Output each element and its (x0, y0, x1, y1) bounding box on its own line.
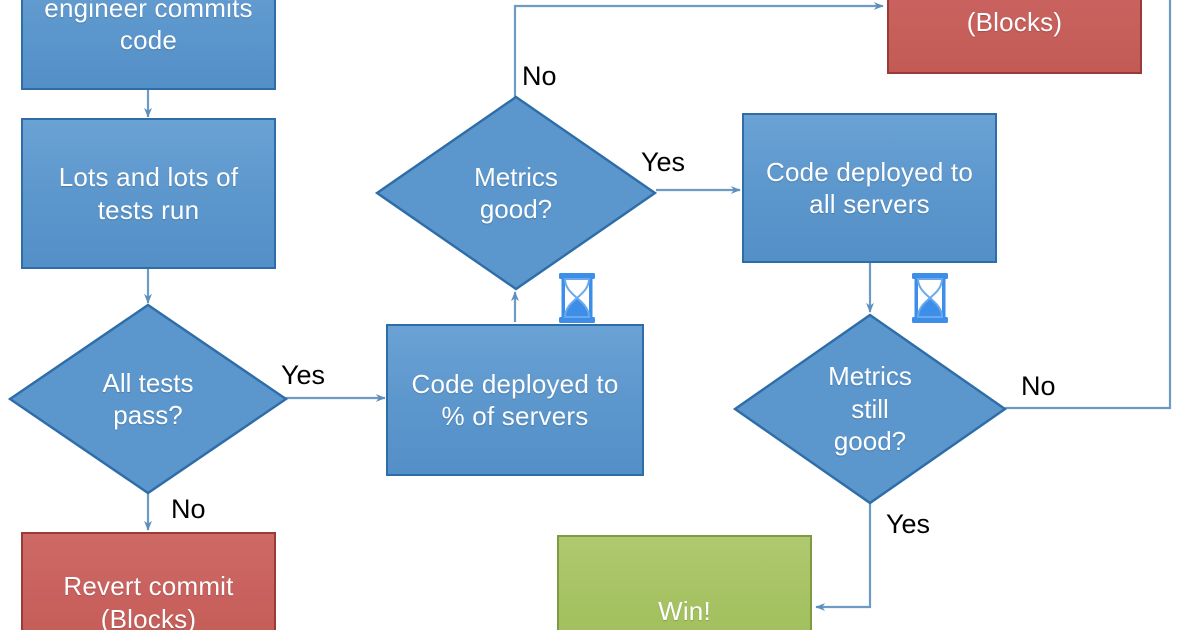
node-label: Code deployed to % of servers (411, 368, 619, 432)
node-engineer-commits-code[interactable]: engineer commits code (21, 0, 276, 90)
edge-label-metrics-good-no: No (522, 61, 557, 91)
node-metrics-still-good[interactable]: Metrics still good? (732, 313, 1008, 505)
node-label: (Blocks) (966, 6, 1063, 37)
edge-metrics-still-yes-to-win (815, 503, 872, 611)
edge-metrics-no-to-rollback (513, 2, 884, 98)
edge-label-tests-pass-yes: Yes (281, 360, 326, 390)
edge-metrics-still-no-rail (1005, 0, 1172, 410)
diamond-shape (7, 303, 289, 495)
node-rollback-blocks[interactable]: (Blocks) (887, 0, 1142, 74)
node-revert-commit[interactable]: Revert commit (Blocks) (21, 532, 276, 630)
hourglass-icon (555, 272, 599, 324)
node-label: Win! (658, 595, 711, 626)
node-win[interactable]: Win! (557, 535, 812, 630)
edge-label-metrics-still-good-no: No (1021, 371, 1056, 401)
node-label: Revert commit (Blocks) (63, 571, 234, 630)
node-all-tests-pass[interactable]: All tests pass? (7, 303, 289, 495)
hourglass-icon (908, 272, 952, 324)
node-code-deployed-percent[interactable]: Code deployed to % of servers (386, 324, 644, 476)
node-metrics-good[interactable]: Metrics good? (374, 95, 658, 291)
node-tests-run[interactable]: Lots and lots of tests run (21, 118, 276, 269)
diamond-shape (732, 313, 1008, 505)
edge-label-metrics-still-good-yes: Yes (886, 509, 931, 539)
diamond-shape (374, 95, 658, 291)
node-code-deployed-all[interactable]: Code deployed to all servers (742, 113, 997, 263)
edge-label-metrics-good-yes: Yes (641, 147, 686, 177)
node-label: Lots and lots of tests run (58, 162, 239, 225)
node-label: engineer commits code (44, 0, 253, 55)
edge-label-tests-pass-no: No (171, 494, 206, 524)
node-label: Code deployed to all servers (765, 156, 974, 220)
